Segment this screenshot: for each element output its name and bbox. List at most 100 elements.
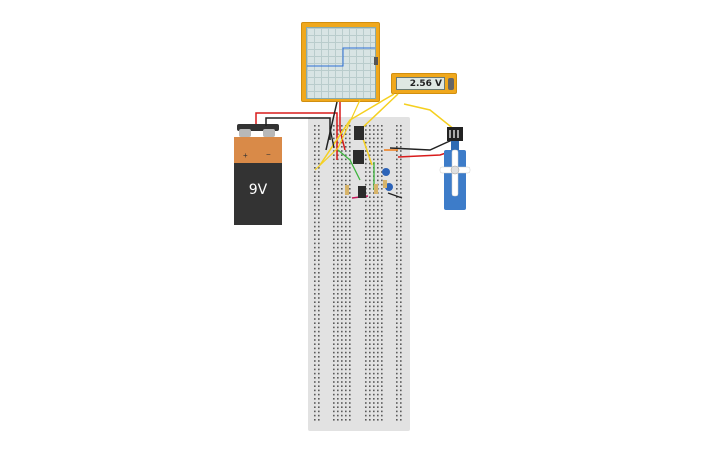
breadboard-hole[interactable] (373, 255, 375, 257)
breadboard-hole[interactable] (318, 272, 320, 274)
breadboard-hole[interactable] (333, 183, 335, 186)
breadboard-hole[interactable] (318, 150, 320, 152)
breadboard-hole[interactable] (341, 167, 343, 169)
breadboard-hole[interactable] (400, 318, 402, 320)
breadboard-hole[interactable] (333, 221, 335, 224)
breadboard-hole[interactable] (369, 389, 371, 392)
breadboard-hole[interactable] (314, 146, 316, 148)
breadboard-hole[interactable] (381, 351, 383, 354)
breadboard-hole[interactable] (345, 179, 347, 182)
breadboard-hole[interactable] (333, 414, 335, 417)
breadboard-hole[interactable] (341, 314, 343, 316)
breadboard-hole[interactable] (377, 209, 379, 211)
breadboard-hole[interactable] (365, 305, 367, 308)
breadboard-hole[interactable] (369, 297, 371, 299)
breadboard-hole[interactable] (396, 125, 398, 127)
breadboard-hole[interactable] (373, 146, 375, 148)
breadboard-hole[interactable] (396, 318, 398, 320)
breadboard-hole[interactable] (365, 314, 367, 316)
breadboard-hole[interactable] (337, 339, 339, 341)
breadboard-hole[interactable] (341, 276, 343, 278)
breadboard-hole[interactable] (349, 246, 351, 249)
breadboard-hole[interactable] (337, 385, 339, 387)
breadboard-hole[interactable] (345, 154, 347, 156)
breadboard-hole[interactable] (337, 242, 339, 245)
breadboard-hole[interactable] (349, 263, 351, 266)
breadboard-hole[interactable] (400, 167, 402, 169)
breadboard-hole[interactable] (400, 356, 402, 358)
breadboard-hole[interactable] (333, 297, 335, 299)
breadboard-hole[interactable] (341, 196, 343, 198)
breadboard-hole[interactable] (349, 356, 351, 358)
breadboard-hole[interactable] (314, 209, 316, 211)
breadboard-hole[interactable] (345, 414, 347, 417)
breadboard-hole[interactable] (373, 129, 375, 131)
breadboard-hole[interactable] (345, 406, 347, 408)
breadboard-hole[interactable] (396, 137, 398, 140)
breadboard-hole[interactable] (400, 255, 402, 257)
breadboard-hole[interactable] (345, 284, 347, 287)
breadboard-hole[interactable] (373, 385, 375, 387)
breadboard-hole[interactable] (400, 314, 402, 316)
breadboard-hole[interactable] (365, 246, 367, 249)
breadboard-hole[interactable] (396, 301, 398, 303)
breadboard-hole[interactable] (373, 364, 375, 366)
breadboard-hole[interactable] (396, 255, 398, 257)
breadboard-hole[interactable] (318, 263, 320, 266)
breadboard-hole[interactable] (381, 419, 383, 421)
breadboard-hole[interactable] (341, 356, 343, 358)
breadboard-hole[interactable] (333, 146, 335, 148)
breadboard-hole[interactable] (314, 200, 316, 203)
breadboard-hole[interactable] (318, 221, 320, 224)
breadboard-hole[interactable] (373, 141, 375, 144)
breadboard-hole[interactable] (345, 200, 347, 203)
breadboard-hole[interactable] (345, 314, 347, 316)
breadboard-hole[interactable] (400, 141, 402, 144)
breadboard-hole[interactable] (400, 364, 402, 366)
breadboard-hole[interactable] (373, 318, 375, 320)
breadboard-hole[interactable] (377, 301, 379, 303)
breadboard-hole[interactable] (369, 276, 371, 278)
breadboard-hole[interactable] (345, 146, 347, 148)
breadboard-hole[interactable] (369, 192, 371, 194)
breadboard-hole[interactable] (373, 389, 375, 392)
breadboard-hole[interactable] (349, 272, 351, 274)
breadboard-hole[interactable] (337, 293, 339, 295)
breadboard-hole[interactable] (400, 125, 402, 127)
breadboard-hole[interactable] (337, 167, 339, 169)
breadboard-hole[interactable] (314, 360, 316, 362)
breadboard-hole[interactable] (400, 146, 402, 148)
breadboard-hole[interactable] (318, 225, 320, 228)
breadboard-hole[interactable] (396, 150, 398, 152)
breadboard-hole[interactable] (369, 259, 371, 261)
breadboard-hole[interactable] (377, 263, 379, 266)
breadboard-hole[interactable] (333, 314, 335, 316)
breadboard-hole[interactable] (400, 183, 402, 186)
breadboard-hole[interactable] (314, 398, 316, 400)
breadboard-hole[interactable] (337, 125, 339, 127)
breadboard-hole[interactable] (377, 133, 379, 135)
breadboard-hole[interactable] (314, 326, 316, 329)
breadboard-hole[interactable] (381, 410, 383, 413)
breadboard-hole[interactable] (400, 393, 402, 396)
breadboard-hole[interactable] (373, 204, 375, 207)
breadboard-hole[interactable] (377, 192, 379, 194)
breadboard-hole[interactable] (377, 150, 379, 152)
breadboard-hole[interactable] (349, 204, 351, 207)
breadboard-hole[interactable] (349, 259, 351, 261)
breadboard-hole[interactable] (337, 204, 339, 207)
breadboard-hole[interactable] (381, 225, 383, 228)
breadboard-hole[interactable] (369, 335, 371, 337)
breadboard-hole[interactable] (377, 322, 379, 324)
breadboard-hole[interactable] (369, 288, 371, 291)
breadboard-hole[interactable] (314, 339, 316, 341)
breadboard-hole[interactable] (365, 133, 367, 135)
breadboard-hole[interactable] (333, 368, 335, 371)
breadboard-hole[interactable] (341, 200, 343, 203)
breadboard-hole[interactable] (349, 221, 351, 224)
breadboard-hole[interactable] (396, 326, 398, 329)
breadboard-hole[interactable] (377, 372, 379, 375)
breadboard-hole[interactable] (341, 213, 343, 215)
breadboard-hole[interactable] (381, 267, 383, 270)
breadboard-hole[interactable] (333, 213, 335, 215)
